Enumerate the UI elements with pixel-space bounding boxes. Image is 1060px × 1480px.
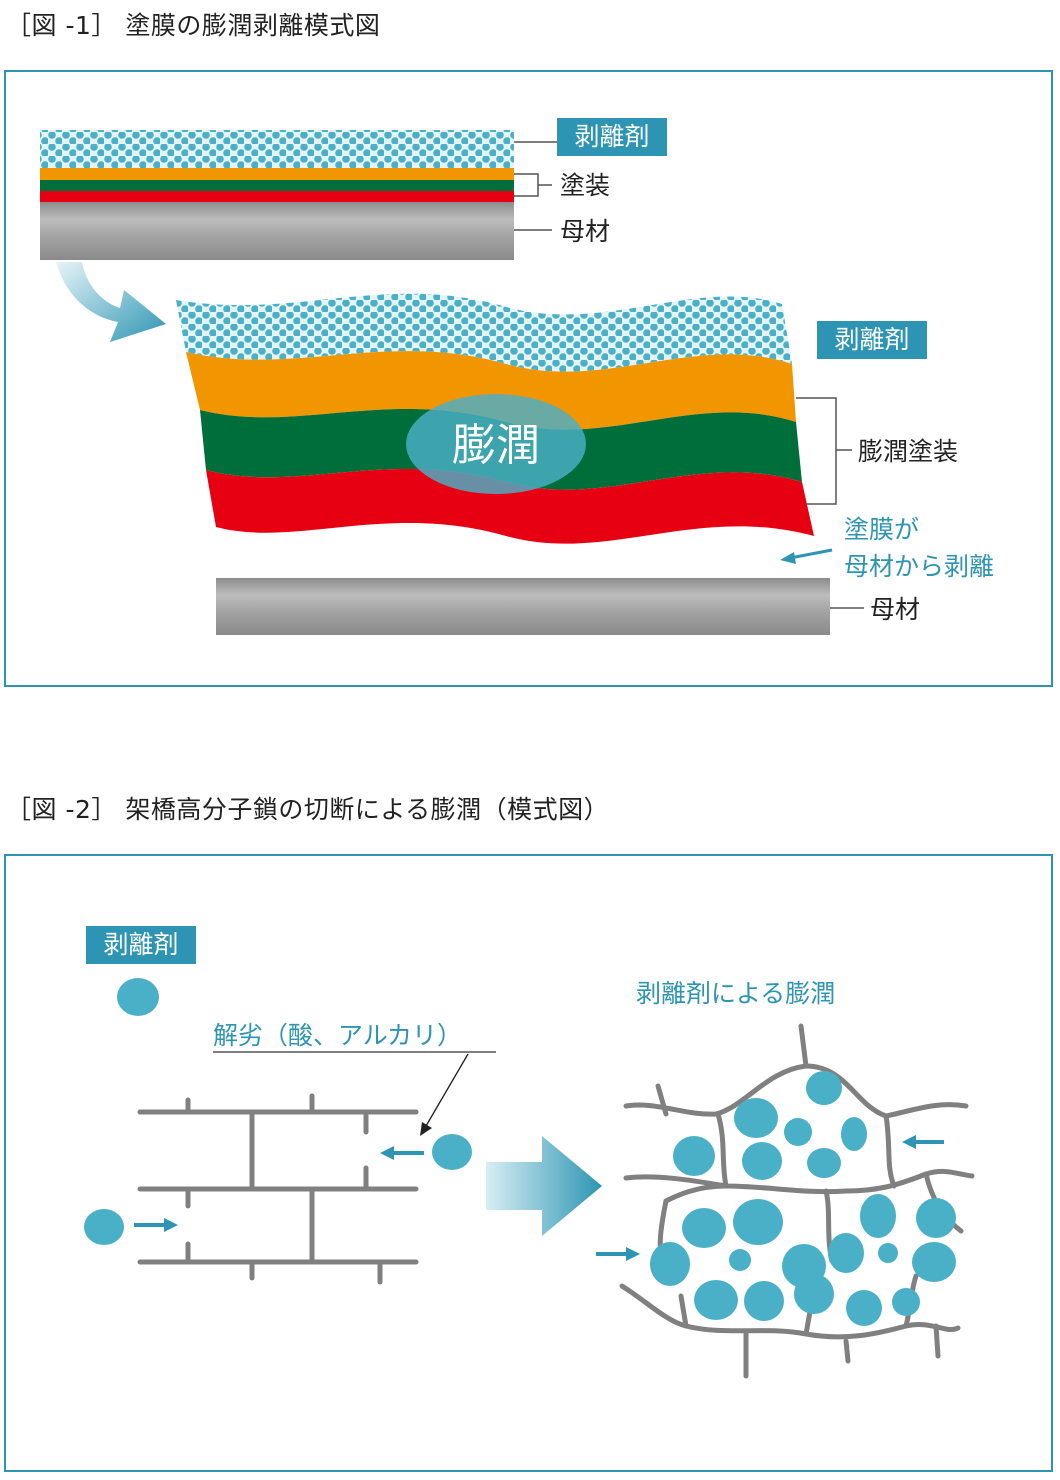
green-coating-layer	[40, 180, 514, 191]
coating-label: 塗装	[560, 171, 610, 200]
swelling-label: 膨潤	[452, 420, 540, 471]
penetration-arrow-icon	[596, 1247, 640, 1261]
figure-1-diagram: 剥離剤 塗装 母材 膨潤 剥離剤 膨潤塗装 塗膜が 母材から剥離 母材	[40, 118, 994, 635]
release-agent-label: 剥離剤	[574, 122, 649, 151]
peel-label-line1: 塗膜が	[844, 515, 919, 544]
peel-arrow-icon	[780, 548, 833, 564]
release-agent-drop	[84, 1209, 124, 1245]
swollen-droplets	[650, 1071, 956, 1326]
red-coating-layer	[40, 191, 514, 202]
substrate-label-2: 母材	[870, 595, 920, 624]
figure-2-caption: ［図 -2］ 架橋高分子鎖の切断による膨潤（模式図）	[6, 795, 610, 824]
polymer-network-swollen	[619, 1023, 975, 1379]
release-agent-drop	[117, 978, 159, 1016]
separated-substrate-layer	[216, 578, 830, 635]
figure-2-diagram: 剥離剤 解劣（酸、アルカリ） 剥離剤による膨潤	[84, 926, 975, 1379]
peel-label-line2: 母材から剥離	[844, 552, 994, 581]
figure-1-caption: ［図 -1］ 塗膜の膨潤剥離模式図	[6, 11, 381, 40]
swollen-red-layer	[206, 468, 814, 544]
release-agent-label-box	[557, 118, 667, 156]
swelling-ellipse	[406, 394, 586, 494]
penetration-arrow-icon	[902, 1135, 944, 1149]
coating-bracket	[514, 173, 552, 197]
release-agent-label-3: 剥離剤	[103, 930, 178, 959]
figure-2-panel: 剥離剤 解劣（酸、アルカリ） 剥離剤による膨潤	[4, 854, 1053, 1472]
substrate-layer	[40, 202, 514, 260]
release-agent-layer	[40, 130, 514, 168]
figure-1-panel: 剥離剤 塗装 母材 膨潤 剥離剤 膨潤塗装 塗膜が 母材から剥離 母材	[4, 70, 1053, 687]
attack-arrow-icon	[380, 1146, 424, 1160]
curved-arrow-icon	[56, 262, 166, 342]
swollen-release-agent-layer	[176, 293, 792, 372]
orange-coating-layer	[40, 168, 514, 180]
release-agent-label-2: 剥離剤	[834, 325, 909, 354]
degradation-label: 解劣（酸、アルカリ）	[213, 1021, 462, 1050]
release-agent-label-box-2	[817, 321, 927, 359]
transition-arrow-icon	[486, 1136, 602, 1236]
degradation-pointer-arrow	[420, 1053, 469, 1136]
polymer-network-intact	[137, 1093, 419, 1285]
release-agent-drop	[432, 1134, 472, 1170]
swollen-coating-bracket	[796, 397, 852, 505]
release-agent-label-box-3	[86, 926, 196, 964]
attack-arrow-icon	[134, 1218, 178, 1232]
swollen-coating-label: 膨潤塗装	[858, 437, 958, 466]
substrate-label: 母材	[560, 217, 610, 246]
swelling-by-agent-label: 剥離剤による膨潤	[636, 979, 835, 1008]
swollen-orange-layer	[186, 351, 796, 430]
